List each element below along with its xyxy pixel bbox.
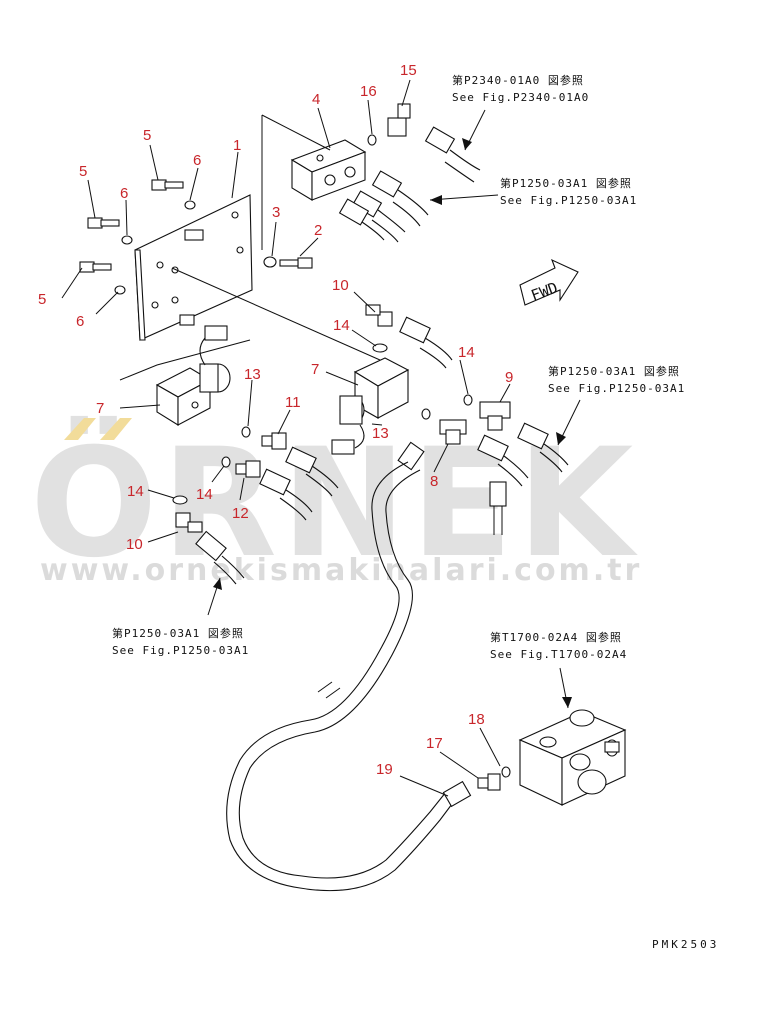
callout-numbers: 15 16 4 5 6 1 5 6 3 2 5 6 10 14 7 14 9 1…: [38, 62, 513, 778]
o-ring-16: [367, 134, 377, 146]
callout-17: 17: [426, 735, 443, 752]
reference-p1250-right-en: See Fig.P1250-03A1: [548, 382, 685, 395]
reference-p1250-top-jp: 第P1250-03A1 図参照: [500, 176, 632, 190]
tee-9: [479, 401, 511, 431]
valve-block-lower: [518, 709, 627, 806]
reference-p1250-right: 第P1250-03A1 図参照 See Fig.P1250-03A1: [548, 364, 685, 446]
watermark-accent-right: [100, 418, 132, 440]
reference-p2340: 第P2340-01A0 図参照 See Fig.P2340-01A0: [452, 73, 589, 151]
o-ring-14-left: [172, 495, 188, 505]
callout-15: 15: [400, 62, 417, 79]
callout-13-right: 13: [372, 425, 389, 442]
callout-6-bottom: 6: [76, 313, 84, 330]
reference-t1700-jp: 第T1700-02A4 図参照: [490, 630, 622, 644]
reference-p2340-jp: 第P2340-01A0 図参照: [452, 73, 584, 87]
callout-1: 1: [233, 137, 241, 154]
callout-2: 2: [314, 222, 322, 239]
bolt-5c: [79, 261, 112, 273]
elbow-fitting-15: [387, 103, 411, 137]
valve-block-4: [290, 139, 367, 201]
callout-14-mid: 14: [196, 486, 213, 503]
callout-9: 9: [505, 369, 513, 386]
callout-7-left: 7: [96, 400, 104, 417]
fwd-direction-arrow: FWD: [519, 258, 579, 306]
watermark-url: www.ornekismakinalari.com.tr: [40, 553, 642, 588]
callout-leaders: [61, 79, 511, 797]
tee-8: [439, 419, 467, 445]
watermark-accent-left: [64, 418, 96, 440]
bolt-5a: [151, 179, 184, 191]
reference-p1250-right-jp: 第P1250-03A1 図参照: [548, 364, 680, 378]
connector-17: [477, 773, 501, 791]
callout-4: 4: [312, 91, 320, 108]
tee-9-bottom-nut: [489, 481, 507, 507]
callout-6-mid: 6: [120, 185, 128, 202]
callout-10-top: 10: [332, 277, 349, 294]
o-ring-14-top: [372, 343, 388, 353]
callout-14-right: 14: [458, 344, 475, 361]
elbow-10-top: [365, 304, 393, 327]
washer-6a: [184, 200, 196, 210]
drawing-code: PMK2503: [652, 938, 719, 951]
washer-6b: [121, 235, 133, 245]
washer-3: [263, 256, 277, 268]
reference-p1250-top-en: See Fig.P1250-03A1: [500, 194, 637, 207]
callout-5-mid: 5: [79, 163, 87, 180]
callout-7-right: 7: [311, 361, 319, 378]
bolt-5b: [87, 217, 120, 229]
reference-p2340-en: See Fig.P2340-01A0: [452, 91, 589, 104]
bolt-2: [279, 257, 313, 269]
solenoid-valve-7-left: [119, 325, 251, 426]
callout-16: 16: [360, 83, 377, 100]
hoses-upper: [338, 126, 481, 243]
reference-p1250-left-jp: 第P1250-03A1 図参照: [112, 626, 244, 640]
solenoid-valve-7-right: [171, 267, 410, 455]
connector-12: [235, 460, 261, 478]
callout-8: 8: [430, 473, 438, 490]
callout-6-top: 6: [193, 152, 201, 169]
hoses-middle: [195, 316, 569, 585]
o-ring-13-right: [421, 408, 431, 420]
elbow-10-bottom: [175, 512, 203, 533]
leader-plate-top: [261, 114, 331, 151]
o-ring-14-mid: [221, 456, 231, 468]
o-ring-13-left: [241, 426, 251, 438]
mounting-plate: [134, 194, 253, 341]
callout-12: 12: [232, 505, 249, 522]
reference-t1700-en: See Fig.T1700-02A4: [490, 648, 627, 661]
callout-10-bottom: 10: [126, 536, 143, 553]
callout-5-top: 5: [143, 127, 151, 144]
reference-p1250-left: 第P1250-03A1 図参照 See Fig.P1250-03A1: [112, 577, 249, 657]
bolts: [79, 179, 313, 295]
reference-t1700: 第T1700-02A4 図参照 See Fig.T1700-02A4: [490, 630, 627, 709]
callout-3: 3: [272, 204, 280, 221]
callout-19: 19: [376, 761, 393, 778]
fittings: [175, 304, 511, 535]
callout-14-top: 14: [333, 317, 350, 334]
callout-14-left: 14: [127, 483, 144, 500]
callout-18: 18: [468, 711, 485, 728]
callout-13-left: 13: [244, 366, 261, 383]
connector-11: [261, 432, 287, 450]
callout-11: 11: [285, 394, 301, 411]
o-ring-18: [501, 766, 511, 778]
reference-p1250-left-en: See Fig.P1250-03A1: [112, 644, 249, 657]
callout-5-bottom: 5: [38, 291, 46, 308]
long-hose-19: [226, 461, 472, 892]
o-ring-14-right: [463, 394, 473, 406]
reference-p1250-top: 第P1250-03A1 図参照 See Fig.P1250-03A1: [429, 176, 637, 207]
